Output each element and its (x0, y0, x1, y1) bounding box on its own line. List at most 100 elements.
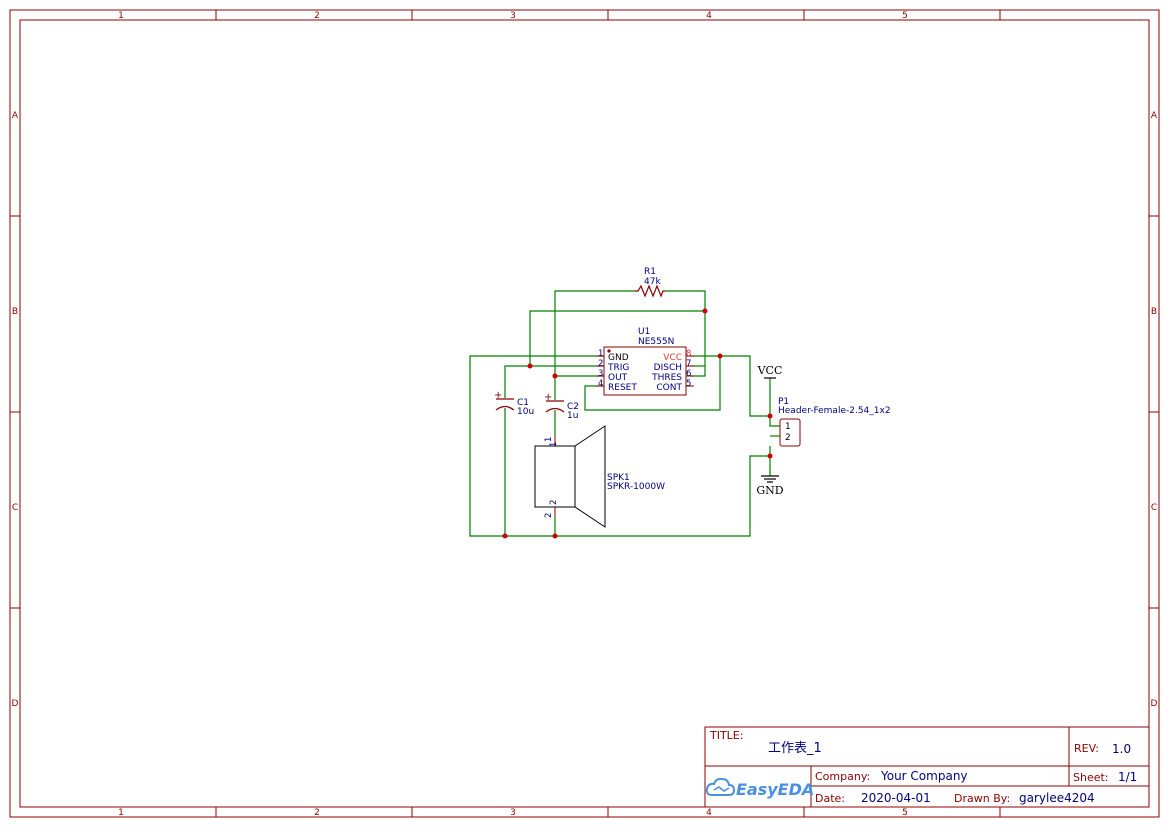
row-label-right: D (1151, 699, 1158, 709)
company-label: Company: (815, 770, 870, 783)
cloud-icon (705, 777, 736, 796)
col-label-top: 3 (510, 11, 516, 21)
spk1-pin2-num: 2 (549, 500, 559, 505)
capacitor-c2[interactable]: + C2 1u (544, 392, 579, 421)
junction-dot (552, 533, 558, 539)
junction-dot (717, 353, 723, 359)
junctions (502, 308, 773, 539)
wire[interactable] (529, 310, 705, 367)
wire[interactable] (769, 378, 780, 427)
u1-pin1-marker (607, 349, 611, 353)
title-block-text: TITLE: 工作表_1 REV: 1.0 Company: Your Comp… (709, 729, 1137, 805)
u1-pin-num: 8 (686, 349, 691, 359)
spk1-pin1-num: 1 (549, 442, 559, 447)
col-label-top: 5 (902, 11, 908, 21)
u1-pin-num: 1 (598, 349, 603, 359)
speaker-spk1[interactable]: 1 2 1 2 SPK1 SPKR-1000W (534, 425, 665, 528)
u1-pin-name: GND (608, 353, 629, 363)
col-label-bottom: 2 (314, 808, 320, 818)
rev-value: 1.0 (1112, 742, 1131, 756)
c2-ref: C2 (567, 402, 579, 412)
capacitor-c1[interactable]: + C1 10u (494, 390, 534, 417)
row-label-right: B (1151, 307, 1157, 317)
junction-dot (502, 533, 508, 539)
speaker-cone (574, 425, 606, 528)
u1-pin-num: 7 (686, 359, 691, 369)
vcc-power-symbol[interactable]: VCC (757, 364, 783, 379)
u1-pin-name: RESET (608, 383, 637, 393)
u1-pin-name: DISCH (654, 363, 682, 373)
spk1-value: SPKR-1000W (607, 482, 665, 492)
p1-pin2: 2 (785, 433, 791, 443)
c1-polarity: + (494, 390, 502, 401)
ic-u1[interactable]: U1 NE555N 1 2 3 4 GND TRIG OUT RESET 8 7… (596, 327, 694, 396)
gnd-label: GND (756, 484, 783, 497)
junction-dot (767, 453, 773, 459)
row-label-left: B (12, 307, 18, 317)
wire[interactable] (504, 365, 530, 398)
sheet-value: 1/1 (1118, 770, 1137, 784)
u1-body (603, 346, 687, 396)
vcc-label: VCC (757, 364, 783, 377)
company-value: Your Company (880, 769, 968, 783)
col-label-top: 1 (118, 11, 124, 21)
wire[interactable] (554, 290, 635, 376)
speaker-body (534, 445, 576, 508)
date-label: Date: (815, 792, 845, 805)
row-label-left: A (12, 111, 19, 121)
wire[interactable] (665, 290, 706, 377)
title-label: TITLE: (709, 729, 743, 742)
spk1-ref: SPK1 (607, 473, 630, 483)
c1-value: 10u (517, 407, 534, 417)
junction-dot (702, 308, 708, 314)
drawn-by-label: Drawn By: (954, 792, 1010, 805)
p1-value: Header-Female-2.54_1x2 (778, 406, 891, 416)
u1-pin-num: 5 (686, 379, 691, 389)
spk1-pin2-num-outer: 2 (544, 513, 554, 518)
u1-pin-name: CONT (656, 383, 682, 393)
wire[interactable] (720, 355, 770, 417)
u1-value: NE555N (638, 337, 674, 347)
col-label-bottom: 3 (510, 808, 516, 818)
row-label-right: A (1151, 111, 1158, 121)
u1-pin-name: VCC (663, 353, 682, 363)
u1-pin-num: 4 (598, 379, 603, 389)
row-label-left: C (12, 503, 18, 513)
spk1-pin1-num-outer: 1 (544, 437, 554, 442)
junction-dot (552, 373, 558, 379)
u1-pin-num: 6 (686, 369, 691, 379)
r1-ref: R1 (644, 267, 656, 277)
resistor-r1[interactable]: R1 47k (635, 267, 665, 298)
c1-ref: C1 (517, 398, 529, 408)
frame-row-labels: A B C D A B C D (12, 111, 1158, 709)
u1-pin-num: 3 (598, 369, 603, 379)
col-label-top: 4 (706, 11, 712, 21)
logo-text: EasyEDA (736, 780, 814, 799)
resistor-symbol (635, 284, 665, 298)
frame-column-labels: 1 2 3 4 5 1 2 3 4 5 (118, 11, 908, 818)
r1-value: 47k (644, 277, 661, 287)
p1-pin1: 1 (785, 422, 791, 432)
u1-pin-name: OUT (608, 373, 628, 383)
header-p1[interactable]: P1 Header-Female-2.54_1x2 1 2 (778, 397, 891, 447)
c2-value: 1u (567, 411, 578, 421)
date-value: 2020-04-01 (861, 791, 931, 805)
gnd-power-symbol[interactable]: GND (756, 475, 784, 497)
easyeda-logo: EasyEDA (705, 777, 814, 799)
col-label-bottom: 4 (706, 808, 712, 818)
title-value: 工作表_1 (768, 741, 822, 756)
c2-polarity: + (544, 392, 552, 403)
sheet-label: Sheet: (1073, 771, 1109, 784)
title-block (704, 726, 1150, 808)
wire[interactable] (584, 355, 721, 411)
row-label-right: C (1151, 503, 1157, 513)
p1-ref: P1 (778, 397, 789, 407)
sheet-frame (9, 9, 1160, 818)
col-label-bottom: 1 (118, 808, 124, 818)
junction-dot (767, 413, 773, 419)
u1-pin-num: 2 (598, 359, 603, 369)
row-label-left: D (12, 699, 19, 709)
p1-body (779, 418, 801, 447)
drawn-by-value: garylee4204 (1019, 791, 1095, 805)
